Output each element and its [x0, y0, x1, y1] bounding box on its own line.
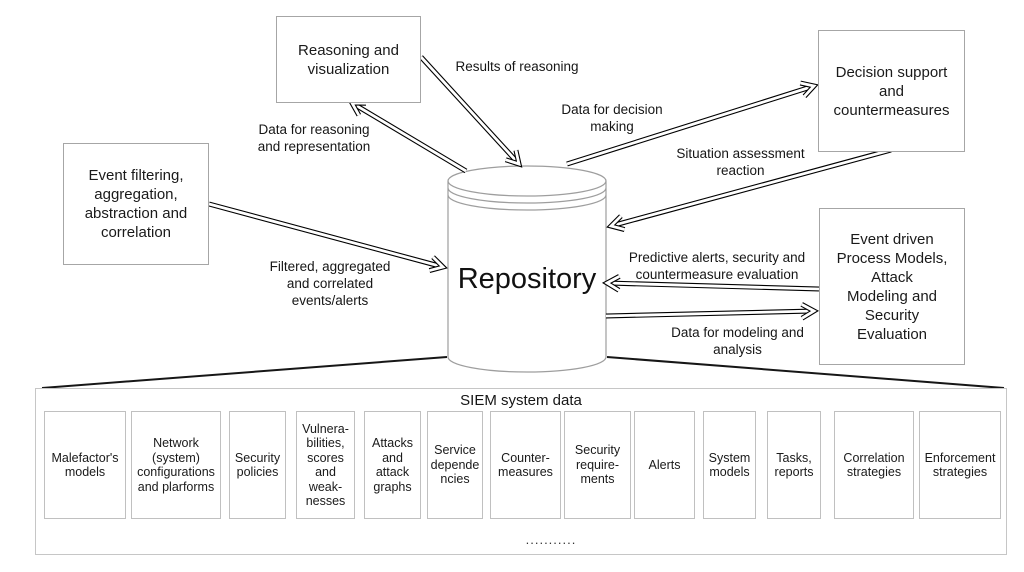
event-filtering-box: Event filtering, aggregation, abstractio… — [63, 143, 209, 265]
siem-item-service-dependencies: Service depende ncies — [427, 411, 483, 519]
arrow-data-for-reasoning — [347, 100, 468, 174]
siem-item-malefactors-models: Malefactor's models — [44, 411, 126, 519]
siem-item-network-configurations: Network (system) configurations and plar… — [131, 411, 221, 519]
siem-item-alerts: Alerts — [634, 411, 695, 519]
siem-item-attack-graphs: Attacks and attack graphs — [364, 411, 421, 519]
siem-item-system-models: System models — [703, 411, 756, 519]
siem-item-security-policies: Security policies — [229, 411, 286, 519]
siem-data-container: SIEM system data Malefactor's models Net… — [35, 388, 1007, 555]
flow-label-filtered-events: Filtered, aggregated and correlated even… — [269, 259, 391, 308]
flow-label-situation-assessment: Situation assessment reaction — [676, 146, 805, 178]
arrow-situation-assessment — [606, 147, 892, 232]
siem-item-tasks-reports: Tasks, reports — [767, 411, 821, 519]
flow-arrows — [208, 55, 892, 321]
arrow-data-for-modeling — [605, 302, 820, 321]
flow-label-data-for-reasoning: Data for reasoning and representation — [257, 122, 371, 154]
arrow-results-of-reasoning — [419, 55, 523, 168]
siem-data-title: SIEM system data — [460, 392, 582, 409]
flow-label-predictive-alerts: Predictive alerts, security and counterm… — [628, 250, 806, 282]
repository-label: Repository — [457, 263, 597, 295]
flow-label-results-of-reasoning: Results of reasoning — [455, 59, 579, 74]
flow-label-data-for-modeling: Data for modeling and analysis — [671, 325, 804, 357]
arrow-filtered-events — [208, 201, 448, 273]
siem-item-enforcement-strategies: Enforcement strategies — [919, 411, 1001, 519]
event-driven-models-box: Event driven Process Models, Attack Mode… — [819, 208, 965, 365]
siem-ellipsis: ........... — [525, 532, 577, 547]
reasoning-visualization-box: Reasoning and visualization — [276, 16, 421, 103]
decision-support-box: Decision support and countermeasures — [818, 30, 965, 152]
repository-cylinder — [447, 165, 607, 373]
arrow-predictive-alerts — [601, 274, 820, 293]
arrow-data-for-decision — [566, 80, 819, 167]
siem-item-vulnerabilities: Vulnera- bilities, scores and weak- ness… — [296, 411, 355, 519]
siem-item-countermeasures: Counter- measures — [490, 411, 561, 519]
flow-label-data-for-decision: Data for decision making — [561, 102, 663, 134]
siem-item-correlation-strategies: Correlation strategies — [834, 411, 914, 519]
funnel-lines — [41, 356, 1005, 389]
siem-item-security-requirements: Security require- ments — [564, 411, 631, 519]
